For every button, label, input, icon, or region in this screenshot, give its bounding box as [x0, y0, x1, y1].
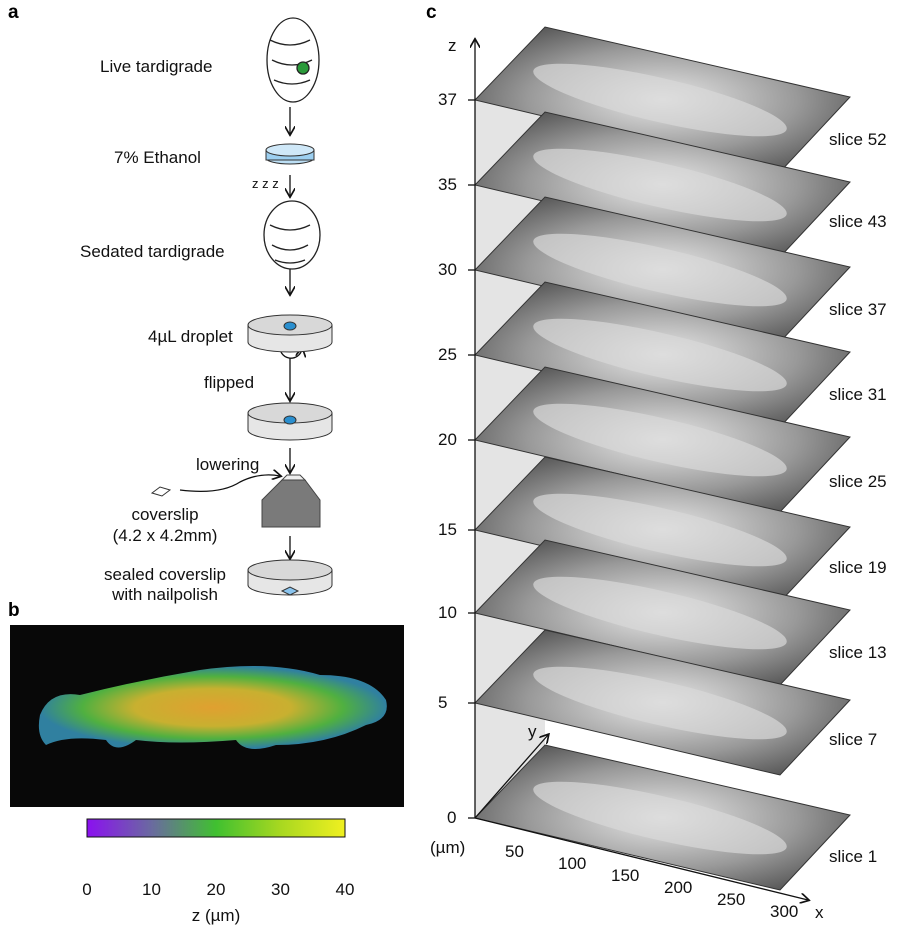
x-axis-label: x	[815, 903, 824, 922]
x-tick-label: 300	[770, 902, 799, 921]
panel-label-c: c	[426, 2, 437, 23]
sedated-tardigrade-icon	[263, 200, 321, 270]
sleep-zzz: z z z	[252, 176, 279, 191]
z-tick-label: 5	[438, 693, 448, 712]
slice-label: slice 37	[829, 300, 887, 319]
z-tick-label: 35	[438, 175, 457, 194]
colorbar-tick-label: 40	[335, 880, 355, 899]
step-sedated: Sedated tardigrade	[80, 242, 225, 261]
x-tick-label: 200	[664, 878, 693, 897]
tardigrade-section	[533, 403, 787, 477]
slice-label: slice 52	[829, 130, 887, 149]
z-tick-label: 20	[438, 430, 457, 449]
step-lowering: lowering	[196, 455, 260, 474]
tardigrade-section	[533, 666, 787, 740]
x-tick-label: 50	[505, 842, 524, 861]
colorbar-tick-label: 0	[82, 880, 92, 899]
tardigrade-section	[533, 493, 787, 567]
tardigrade-section	[533, 576, 787, 650]
colorbar-label: z (µm)	[191, 906, 241, 925]
colorbar-tick-label: 10	[142, 880, 161, 899]
ethanol-dish-icon	[265, 143, 315, 165]
coverslip-size: (4.2 x 4.2mm)	[112, 526, 218, 545]
tardigrade-section	[533, 781, 787, 855]
colorbar-tick-label: 20	[206, 880, 226, 899]
slice-label: slice 13	[829, 643, 887, 662]
tardigrade-depth-projection	[38, 666, 387, 749]
x-axis	[474, 817, 808, 900]
slice-label: slice 31	[829, 385, 887, 404]
tardigrade-section	[533, 318, 787, 392]
z-tick-label: 25	[438, 345, 457, 364]
slice-label: slice 7	[829, 730, 878, 749]
z-tick-label: 0	[447, 808, 457, 827]
z-axis-label: z	[448, 36, 457, 55]
step-sealed-2: with nailpolish	[112, 585, 218, 604]
slice-label: slice 19	[829, 558, 887, 577]
slice-label: slice 43	[829, 212, 887, 231]
sealed-dish-icon	[247, 559, 333, 596]
x-tick-label: 100	[558, 854, 587, 873]
step-ethanol: 7% Ethanol	[114, 148, 201, 167]
y-axis-label: y	[528, 722, 537, 741]
x-tick-label: 150	[611, 866, 640, 885]
live-tardigrade-icon	[266, 17, 320, 103]
coverslip-icon	[150, 486, 172, 497]
panel-label-a: a	[8, 2, 19, 23]
objective-icon	[261, 474, 321, 528]
step-sealed-1: sealed coverslip	[104, 565, 226, 584]
colorbar-tick-label: 30	[271, 880, 290, 899]
flipped-dish-icon	[247, 402, 333, 441]
step-droplet: 4µL droplet	[148, 327, 233, 346]
z-tick-label: 30	[438, 260, 457, 279]
z-tick-label: 37	[438, 90, 457, 109]
tardigrade-section	[533, 233, 787, 307]
droplet-dish-icon	[247, 314, 333, 353]
coverslip-label: coverslip	[131, 505, 199, 524]
tardigrade-section	[533, 63, 787, 137]
slice-label: slice 25	[829, 472, 887, 491]
x-tick-label: 250	[717, 890, 746, 909]
tardigrade-section	[533, 148, 787, 222]
slice-stack	[474, 26, 851, 891]
panel-label-b: b	[8, 600, 20, 621]
slice-label: slice 1	[829, 847, 878, 866]
z-axis-unit: (µm)	[430, 838, 466, 857]
step-live: Live tardigrade	[100, 57, 213, 76]
z-tick-label: 10	[438, 603, 457, 622]
colorbar	[86, 818, 346, 838]
step-flipped: flipped	[204, 373, 255, 392]
y-axis	[474, 735, 548, 819]
z-tick-label: 15	[438, 520, 457, 539]
